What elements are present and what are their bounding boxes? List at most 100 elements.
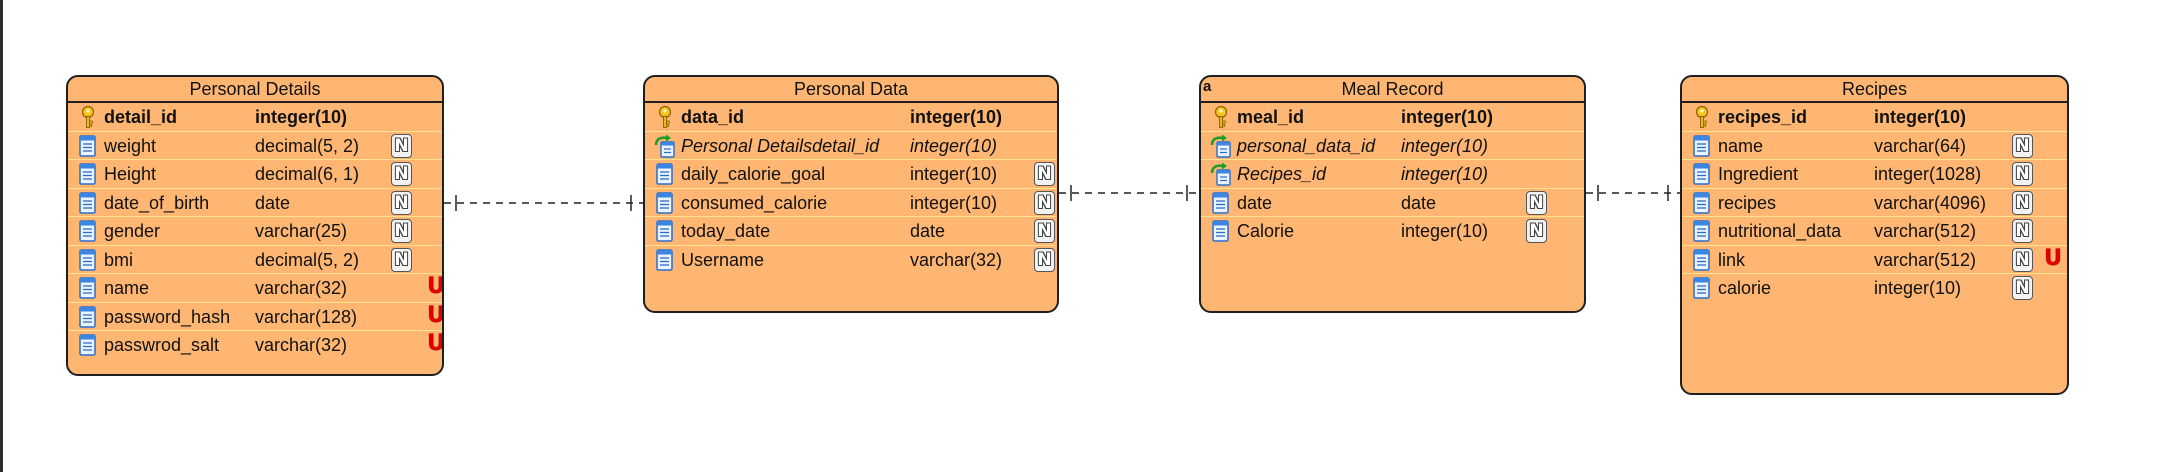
primary-key-icon	[653, 105, 677, 129]
column-row-personal-detailsdetail-id[interactable]: Personal Detailsdetail_id integer(10)	[645, 132, 1057, 160]
column-name: daily_calorie_goal	[681, 164, 826, 184]
column-type: varchar(512)	[1874, 249, 1977, 270]
column-name: detail_id	[104, 107, 178, 127]
column-type: decimal(5, 2)	[255, 249, 360, 270]
nullable-badge: N	[1526, 190, 1547, 215]
column-type: date	[255, 192, 291, 213]
column-name: today_date	[681, 221, 771, 241]
entity-title-text: Personal Data	[793, 79, 909, 99]
column-type: integer(10)	[1401, 107, 1494, 127]
column-row-consumed-calorie[interactable]: consumed_calorie integer(10) N	[645, 189, 1057, 217]
unique-badge: U	[427, 331, 444, 356]
column-icon	[76, 305, 100, 329]
column-row-personal-data-id[interactable]: personal_data_id integer(10)	[1201, 132, 1584, 160]
column-name: consumed_calorie	[681, 192, 828, 213]
column-type: varchar(32)	[255, 278, 348, 298]
column-icon	[1690, 276, 1714, 300]
column-icon	[76, 162, 100, 186]
column-type: varchar(32)	[910, 249, 1003, 270]
column-name: password_hash	[104, 306, 231, 327]
column-row-date[interactable]: date date N	[1201, 189, 1584, 217]
entity-title: Personal Data	[645, 77, 1057, 103]
column-type: decimal(6, 1)	[255, 164, 360, 184]
primary-key-icon	[76, 105, 100, 129]
foreign-key-icon	[1209, 162, 1233, 186]
column-type: integer(10)	[1401, 135, 1489, 156]
column-icon	[76, 276, 100, 300]
nullable-badge: N	[2012, 247, 2033, 272]
column-name: link	[1718, 249, 1746, 270]
entity-personal-details[interactable]: Personal Details detail_id integer(10) wei…	[66, 75, 444, 376]
column-name: Username	[681, 249, 765, 270]
column-icon	[1209, 219, 1233, 243]
column-name: bmi	[104, 249, 134, 270]
column-type: varchar(32)	[255, 335, 348, 355]
nullable-badge: N	[1034, 219, 1055, 243]
column-row-detail-id[interactable]: detail_id integer(10)	[68, 103, 442, 132]
column-name: date	[1237, 192, 1273, 213]
column-type: varchar(25)	[255, 221, 348, 241]
column-type: integer(10)	[910, 192, 998, 213]
column-icon	[653, 248, 677, 272]
primary-key-icon	[1690, 105, 1714, 129]
column-type: decimal(5, 2)	[255, 135, 360, 156]
entity-title: Recipes	[1682, 77, 2067, 103]
column-icon	[76, 333, 100, 357]
column-name: Personal Detailsdetail_id	[681, 135, 880, 156]
column-type: date	[910, 221, 946, 241]
column-name: personal_data_id	[1237, 135, 1376, 156]
column-type: integer(10)	[910, 135, 998, 156]
column-type: integer(10)	[255, 107, 348, 127]
entity-title-text: Recipes	[1841, 79, 1908, 99]
column-type: varchar(128)	[255, 306, 358, 327]
primary-key-icon	[1209, 105, 1233, 129]
column-name: weight	[104, 135, 157, 156]
foreign-key-icon	[653, 134, 677, 158]
column-icon	[1690, 134, 1714, 158]
column-type: integer(10)	[1401, 221, 1489, 241]
column-type: integer(10)	[1401, 164, 1489, 184]
column-name: calorie	[1718, 278, 1772, 298]
nullable-badge: N	[1034, 190, 1055, 215]
column-type: date	[1401, 192, 1437, 213]
column-icon	[76, 191, 100, 215]
entity-title: Personal Details	[68, 77, 442, 103]
unique-badge: U	[2044, 245, 2062, 271]
column-name: gender	[104, 221, 161, 241]
column-icon	[76, 134, 100, 158]
column-icon	[76, 219, 100, 243]
foreign-key-icon	[1209, 134, 1233, 158]
entity-flag: a	[1203, 78, 1212, 95]
nullable-badge: N	[1526, 219, 1547, 243]
column-row-today-date[interactable]: today_date date N	[645, 217, 1057, 246]
column-name: name	[1718, 135, 1764, 156]
column-name: recipes_id	[1718, 107, 1808, 127]
nullable-badge: N	[2012, 133, 2033, 158]
column-type: integer(10)	[910, 107, 1003, 127]
